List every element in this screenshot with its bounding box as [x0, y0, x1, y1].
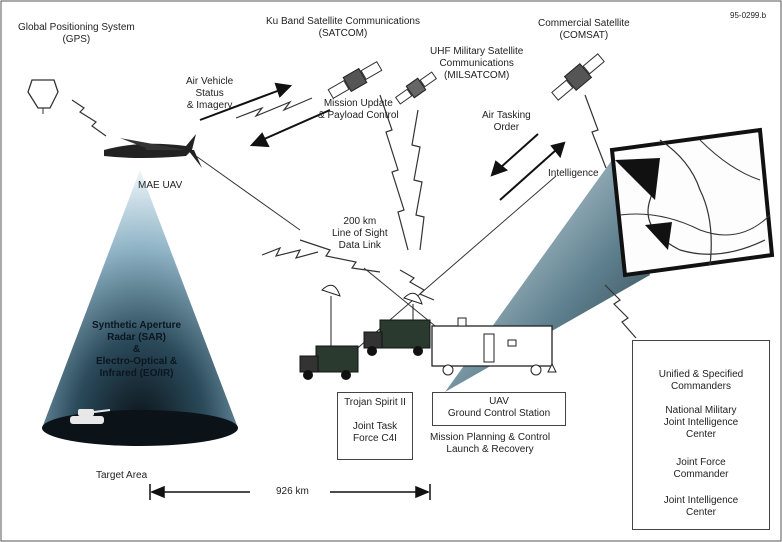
figure-id: 95-0299.b	[730, 11, 767, 20]
mae-uav-icon	[104, 134, 202, 168]
trojan-spirit-text: Trojan Spirit II Joint Task Force C4I	[344, 397, 406, 444]
satcom-label: Ku Band Satellite Communications (SATCOM…	[266, 16, 420, 39]
distance-line	[149, 484, 431, 500]
uav-to-los-line	[195, 155, 301, 231]
commanders-item: National Military Joint Intelligence Cen…	[663, 405, 739, 440]
intelligence-label: Intelligence	[548, 168, 599, 179]
sensor-cone	[42, 170, 238, 444]
ground-control-trailer	[431, 317, 557, 376]
commanders-link	[604, 284, 637, 339]
mae-uav-label: MAE UAV	[138, 180, 183, 191]
milsatcom-downlink	[411, 109, 425, 251]
distance-label: 926 km	[276, 486, 309, 497]
gps-satellite-icon	[27, 79, 59, 114]
los-link-b	[299, 239, 381, 273]
satcom-downlink	[379, 94, 409, 251]
support-vehicle	[363, 292, 431, 356]
commanders-item: Joint Force Commander	[673, 457, 729, 480]
los-link-label: 200 km Line of Sight Data Link	[332, 216, 388, 251]
gps-link	[71, 99, 107, 137]
los-link-a	[261, 246, 319, 259]
trojan-spirit-vehicle	[299, 284, 359, 380]
air-tasking-label: Air Tasking Order	[482, 110, 531, 133]
comsat-satellite-icon	[551, 53, 605, 101]
milsatcom-label: UHF Military Satellite Communications (M…	[430, 46, 524, 81]
milsatcom-satellite-icon	[394, 71, 438, 105]
commanders-box: Unified & Specified Commanders National …	[632, 340, 770, 530]
commanders-item: Joint Intelligence Center	[663, 495, 739, 518]
ground-control-station-box: UAV Ground Control Station	[432, 392, 566, 426]
air-vehicle-status-label: Air Vehicle Status & Imagery	[186, 76, 234, 111]
inset-map	[609, 127, 775, 278]
mission-planning-label: Mission Planning & Control Launch & Reco…	[430, 432, 551, 455]
target-area-label: Target Area	[96, 470, 148, 481]
gps-label: Global Positioning System (GPS)	[18, 22, 135, 45]
mission-update-label: Mission Update & Payload Control	[318, 98, 399, 121]
comsat-label: Commercial Satellite (COMSAT)	[538, 18, 630, 41]
zigzag-links	[71, 94, 637, 339]
los-link-c	[399, 269, 435, 301]
satcom-satellite-icon	[327, 60, 383, 100]
satcom-uplink	[235, 97, 313, 119]
commanders-item: Unified & Specified Commanders	[658, 369, 744, 392]
target-area-ellipse	[42, 410, 238, 446]
trojan-spirit-box: Trojan Spirit II Joint Task Force C4I	[337, 392, 413, 460]
arrows	[199, 82, 566, 201]
tank-icon	[70, 409, 111, 424]
sensors-label: Synthetic Aperture Radar (SAR) & Electro…	[92, 320, 182, 379]
ground-control-station-text: UAV Ground Control Station	[447, 396, 551, 419]
comsat-link	[584, 94, 607, 169]
